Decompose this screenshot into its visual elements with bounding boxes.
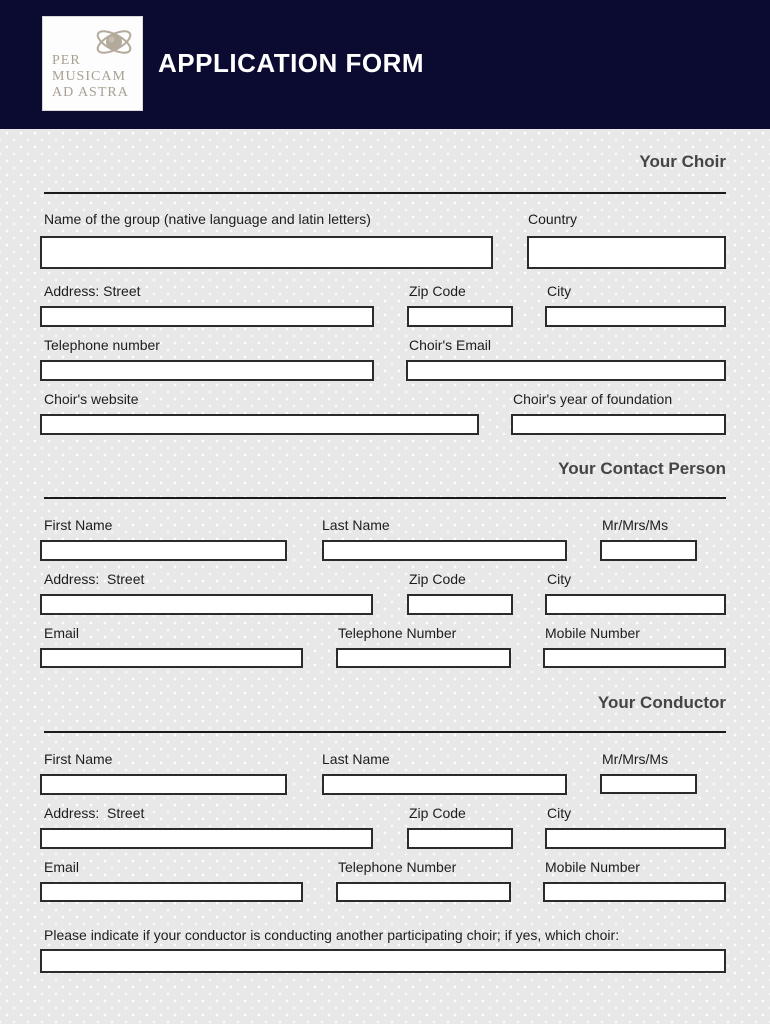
choir-zip-label: Zip Code xyxy=(409,283,466,299)
contact-first-name-input[interactable] xyxy=(40,540,287,561)
contact-title-input[interactable] xyxy=(600,540,697,561)
choir-street-label: Address: Street xyxy=(44,283,141,299)
conductor-last-name-input[interactable] xyxy=(322,774,567,795)
choir-phone-input[interactable] xyxy=(40,360,374,381)
conductor-email-label: Email xyxy=(44,859,80,875)
conductor-city-input[interactable] xyxy=(545,828,726,849)
contact-street-input[interactable] xyxy=(40,594,373,615)
logo-line-1: PER xyxy=(52,53,81,68)
conductor-first-name-input[interactable] xyxy=(40,774,287,795)
contact-mobile-label: Mobile Number xyxy=(545,625,640,641)
contact-phone-label: Telephone Number xyxy=(338,625,457,641)
conductor-mobile-input[interactable] xyxy=(543,882,726,902)
page-title: APPLICATION FORM xyxy=(158,48,425,78)
choir-city-label: City xyxy=(547,283,572,299)
conductor-zip-input[interactable] xyxy=(407,828,513,849)
contact-first-name-label: First Name xyxy=(44,517,113,533)
choir-website-label: Choir's website xyxy=(44,391,139,407)
section-divider xyxy=(44,192,726,194)
conductor-last-name-label: Last Name xyxy=(322,751,390,767)
section-divider xyxy=(44,731,726,733)
contact-phone-input[interactable] xyxy=(336,648,511,668)
conductor-other-choir-label: Please indicate if your conductor is con… xyxy=(44,927,620,943)
choir-street-input[interactable] xyxy=(40,306,374,327)
contact-street-label: Address: Street xyxy=(44,571,145,587)
logo-line-2: MUSICAM xyxy=(52,69,126,84)
section-heading-your-choir: Your Choir xyxy=(639,152,726,171)
choir-email-input[interactable] xyxy=(406,360,726,381)
section-heading-your-contact-person: Your Contact Person xyxy=(558,459,726,478)
conductor-other-choir-input[interactable] xyxy=(40,949,726,973)
choir-foundation-label: Choir's year of foundation xyxy=(513,391,673,407)
contact-last-name-input[interactable] xyxy=(322,540,567,561)
logo-line-3: AD ASTRA xyxy=(52,85,129,100)
conductor-street-input[interactable] xyxy=(40,828,373,849)
choir-name-input[interactable] xyxy=(40,236,493,269)
contact-city-label: City xyxy=(547,571,572,587)
choir-phone-label: Telephone number xyxy=(44,337,160,353)
conductor-first-name-label: First Name xyxy=(44,751,113,767)
conductor-zip-label: Zip Code xyxy=(409,805,466,821)
choir-city-input[interactable] xyxy=(545,306,726,327)
choir-foundation-input[interactable] xyxy=(511,414,726,435)
section-divider xyxy=(44,497,726,499)
conductor-phone-input[interactable] xyxy=(336,882,511,902)
choir-zip-input[interactable] xyxy=(407,306,513,327)
contact-title-label: Mr/Mrs/Ms xyxy=(602,517,669,533)
conductor-phone-label: Telephone Number xyxy=(338,859,457,875)
contact-last-name-label: Last Name xyxy=(322,517,390,533)
contact-zip-input[interactable] xyxy=(407,594,513,615)
contact-zip-label: Zip Code xyxy=(409,571,466,587)
choir-country-label: Country xyxy=(528,211,578,227)
conductor-city-label: City xyxy=(547,805,572,821)
choir-email-label: Choir's Email xyxy=(409,337,492,353)
conductor-email-input[interactable] xyxy=(40,882,303,902)
choir-website-input[interactable] xyxy=(40,414,479,435)
section-heading-your-conductor: Your Conductor xyxy=(597,693,726,712)
conductor-mobile-label: Mobile Number xyxy=(545,859,640,875)
choir-country-input[interactable] xyxy=(527,236,726,269)
contact-email-label: Email xyxy=(44,625,80,641)
contact-mobile-input[interactable] xyxy=(543,648,726,668)
conductor-title-input[interactable] xyxy=(600,774,697,794)
contact-email-input[interactable] xyxy=(40,648,303,668)
conductor-street-label: Address: Street xyxy=(44,805,145,821)
choir-name-label: Name of the group (native language and l… xyxy=(44,211,371,227)
conductor-title-label: Mr/Mrs/Ms xyxy=(602,751,669,767)
contact-city-input[interactable] xyxy=(545,594,726,615)
atom-icon xyxy=(96,30,132,54)
